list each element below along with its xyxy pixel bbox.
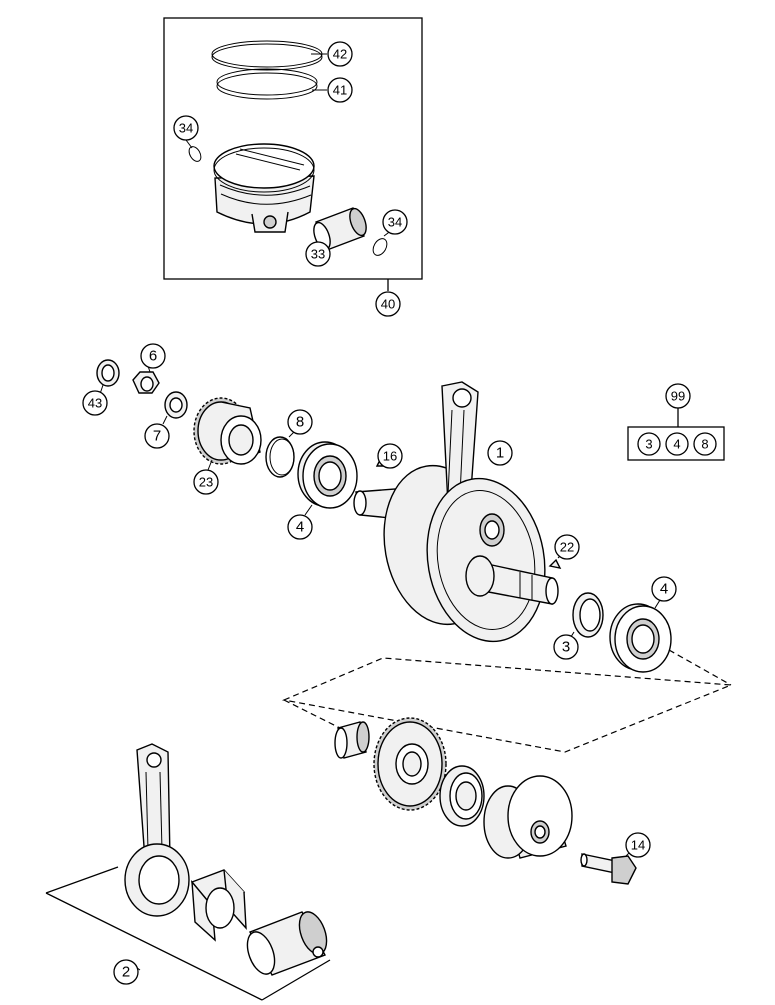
needle-cage: [190, 869, 247, 942]
callout-33[interactable]: 33: [305, 241, 331, 267]
crankshaft: [353, 381, 559, 643]
circlip-right: [372, 229, 393, 256]
starter-gear: [373, 717, 447, 811]
callout-2[interactable]: 2: [113, 959, 139, 985]
callout-4-right[interactable]: 4: [651, 576, 677, 602]
callout-6-label: 6: [149, 348, 157, 365]
freewheel: [439, 765, 485, 827]
callout-3[interactable]: 3: [553, 634, 579, 660]
callout-40[interactable]: 40: [375, 291, 401, 317]
flange-bolt: [580, 849, 637, 885]
kit-99-item-3[interactable]: 3: [637, 432, 661, 456]
callout-99-label: 99: [671, 389, 685, 404]
o-ring: [265, 430, 296, 478]
callout-22[interactable]: 22: [554, 534, 580, 560]
callout-7[interactable]: 7: [144, 423, 170, 449]
piston-ring-top: [211, 40, 327, 71]
callout-3-label: 3: [562, 639, 570, 656]
callout-99[interactable]: 99: [665, 383, 691, 409]
kit-99-box: [627, 407, 725, 461]
callout-42-label: 42: [333, 47, 347, 62]
callout-34-right[interactable]: 34: [382, 209, 408, 235]
con-rod-kit-frame: [45, 866, 331, 1001]
callout-4-left[interactable]: 4: [287, 514, 313, 540]
callout-34-left[interactable]: 34: [173, 115, 199, 141]
callout-41-label: 41: [333, 83, 347, 98]
callout-1-label: 1: [496, 445, 504, 462]
washer: [162, 391, 188, 425]
callout-23-label: 23: [199, 475, 213, 490]
callout-7-label: 7: [153, 428, 161, 445]
callout-16-label: 16: [383, 449, 397, 464]
callout-4-right-label: 4: [660, 581, 668, 598]
piston-kit-box: [163, 17, 423, 291]
piston: [213, 143, 315, 233]
callout-43-label: 43: [88, 396, 102, 411]
circlip-left: [185, 139, 202, 162]
callout-4-left-label: 4: [296, 519, 304, 536]
shim-washer: [568, 592, 604, 641]
piston-pin: [313, 207, 367, 251]
ball-bearing-right: [609, 599, 672, 673]
callout-34-right-label: 34: [388, 215, 402, 230]
hex-nut: [132, 365, 160, 394]
callout-8-label: 8: [296, 414, 304, 431]
needle-bearing: [334, 721, 370, 759]
starter-clutch-frame: [281, 649, 732, 753]
callout-42[interactable]: 42: [327, 41, 353, 67]
callout-34-left-label: 34: [179, 121, 193, 136]
callout-23[interactable]: 23: [193, 469, 219, 495]
callout-14[interactable]: 14: [625, 832, 651, 858]
small-bearing: [96, 359, 120, 395]
callout-41[interactable]: 41: [327, 77, 353, 103]
callout-8[interactable]: 8: [287, 409, 313, 435]
callout-6[interactable]: 6: [140, 343, 166, 369]
kit-99-item-8-label: 8: [701, 437, 708, 452]
callout-43[interactable]: 43: [82, 390, 108, 416]
starter-clutch-housing: [483, 775, 573, 859]
kit-99-item-4[interactable]: 4: [665, 432, 689, 456]
callout-2-label: 2: [122, 964, 130, 981]
callout-14-label: 14: [631, 838, 645, 853]
kit-99-item-8[interactable]: 8: [693, 432, 717, 456]
callout-1[interactable]: 1: [487, 440, 513, 466]
ball-bearing-left: [297, 441, 358, 516]
kit-99-item-4-label: 4: [673, 437, 680, 452]
crank-pin: [246, 911, 328, 976]
connecting-rod: [124, 743, 190, 917]
kit-99-item-3-label: 3: [645, 437, 652, 452]
callout-40-label: 40: [381, 297, 395, 312]
piston-ring-bottom: [216, 68, 327, 100]
callout-22-label: 22: [560, 540, 574, 555]
callout-16[interactable]: 16: [377, 443, 403, 469]
callout-33-label: 33: [311, 247, 325, 262]
primary-gear: [193, 397, 262, 471]
